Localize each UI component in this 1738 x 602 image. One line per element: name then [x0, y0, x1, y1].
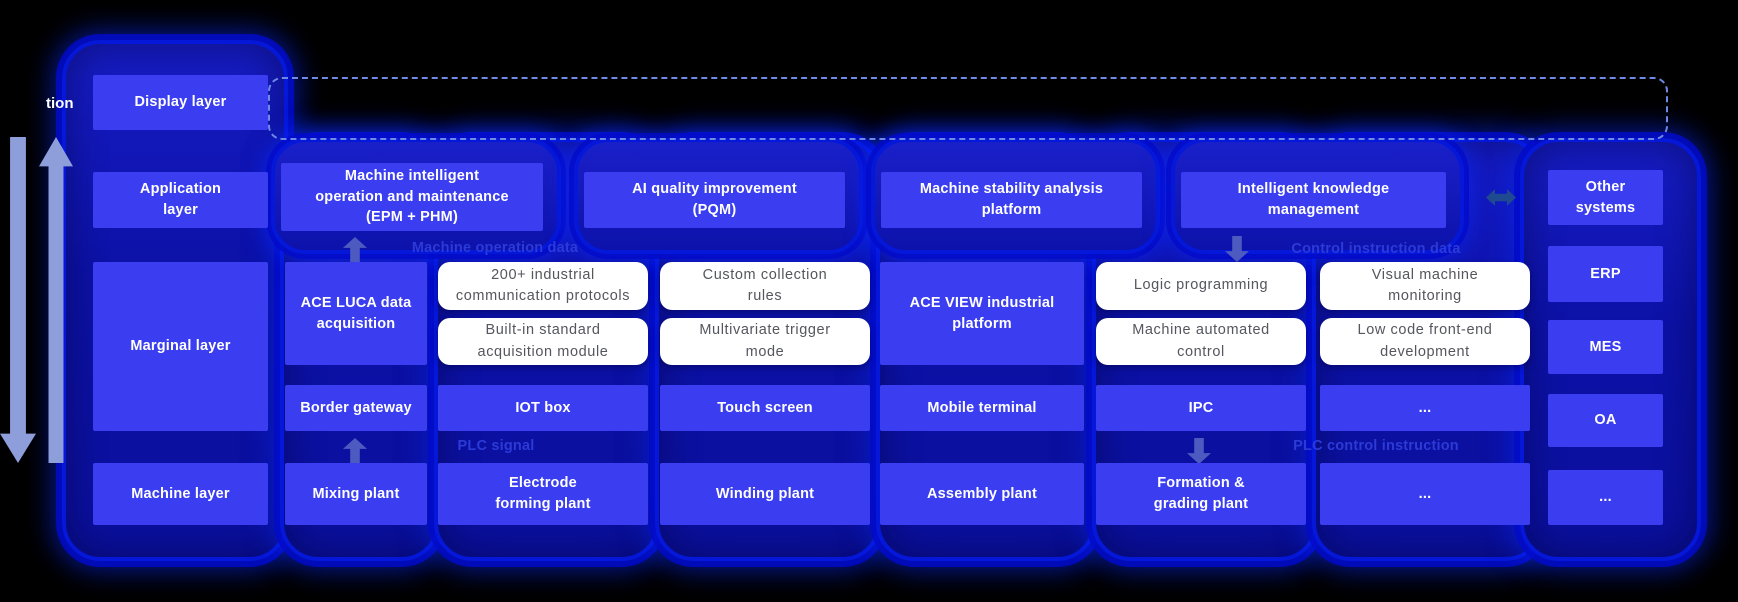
- plant-winding: Winding plant: [660, 463, 870, 525]
- terminal-mobile: Mobile terminal: [880, 385, 1084, 431]
- cap-auto-control: Machine automated control: [1096, 318, 1306, 365]
- label-plc-control-instruction: PLC control instruction: [1293, 438, 1459, 454]
- cap-logic-programming: Logic programming: [1096, 262, 1306, 310]
- app-stability-platform: Machine stability analysis platform: [881, 172, 1142, 228]
- app-epm-phm: Machine intelligent operation and mainte…: [281, 163, 543, 231]
- terminal-iot-box: IOT box: [438, 385, 648, 431]
- cap-visual-monitoring: Visual machine monitoring: [1320, 262, 1530, 310]
- cap-protocols: 200+ industrial communication protocols: [438, 262, 648, 310]
- cap-multivariate-trigger: Multivariate trigger mode: [660, 318, 870, 365]
- edge-ace-luca: ACE LUCA data acquisition: [285, 262, 427, 365]
- layer-application: Application layer: [93, 172, 268, 228]
- external-erp: ERP: [1548, 246, 1663, 302]
- external-more: ...: [1548, 470, 1663, 525]
- plant-more: ...: [1320, 463, 1530, 525]
- label-machine-operation-data: Machine operation data: [411, 240, 579, 256]
- terminal-more: ...: [1320, 385, 1530, 431]
- label-plc-signal: PLC signal: [457, 438, 535, 454]
- plant-assembly: Assembly plant: [880, 463, 1084, 525]
- cap-custom-rules: Custom collection rules: [660, 262, 870, 310]
- label-control-instruction-data: Control instruction data: [1291, 241, 1461, 257]
- external-oa: OA: [1548, 394, 1663, 447]
- layer-display: Display layer: [93, 75, 268, 130]
- display-layer-dashed-zone: [268, 77, 1668, 140]
- plant-mixing: Mixing plant: [285, 463, 427, 525]
- terminal-border-gateway: Border gateway: [285, 385, 427, 431]
- edge-ace-view: ACE VIEW industrial platform: [880, 262, 1084, 365]
- external-mes: MES: [1548, 320, 1663, 374]
- cap-builtin-module: Built-in standard acquisition module: [438, 318, 648, 365]
- bidirectional-link-arrow: [1486, 189, 1516, 206]
- cap-low-code: Low code front-end development: [1320, 318, 1530, 365]
- app-ai-quality-pqm: AI quality improvement (PQM): [584, 172, 845, 228]
- terminal-ipc: IPC: [1096, 385, 1306, 431]
- plant-formation-grading: Formation & grading plant: [1096, 463, 1306, 525]
- downward-flow-arrow: [0, 137, 36, 463]
- external-other-systems: Other systems: [1548, 170, 1663, 225]
- plant-electrode-forming: Electrode forming plant: [438, 463, 648, 525]
- layer-machine: Machine layer: [93, 463, 268, 525]
- layer-marginal: Marginal layer: [93, 262, 268, 431]
- clipped-edge-label: tion: [46, 95, 74, 112]
- terminal-touch-screen: Touch screen: [660, 385, 870, 431]
- app-knowledge-management: Intelligent knowledge management: [1181, 172, 1446, 228]
